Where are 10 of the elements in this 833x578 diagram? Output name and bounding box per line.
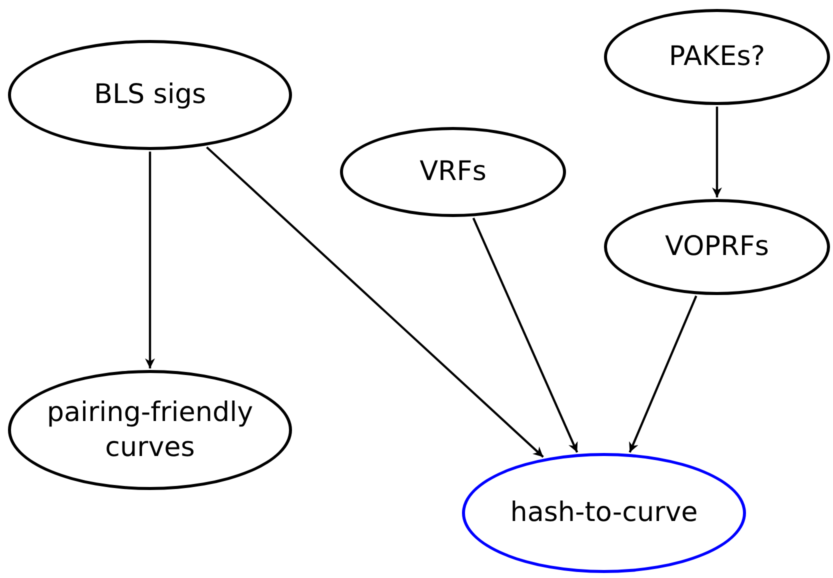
arrow — [712, 106, 722, 198]
node-label: VOPRFs — [665, 230, 769, 264]
node-label: BLS sigs — [94, 78, 206, 112]
arrow — [628, 296, 698, 453]
arrow — [472, 218, 578, 453]
node-label: PAKEs? — [668, 40, 766, 74]
arrow — [145, 152, 155, 368]
node-label: hash-to-curve — [510, 496, 698, 530]
node-label: pairing-friendly curves — [46, 396, 254, 465]
node-label: VRFs — [420, 155, 486, 190]
